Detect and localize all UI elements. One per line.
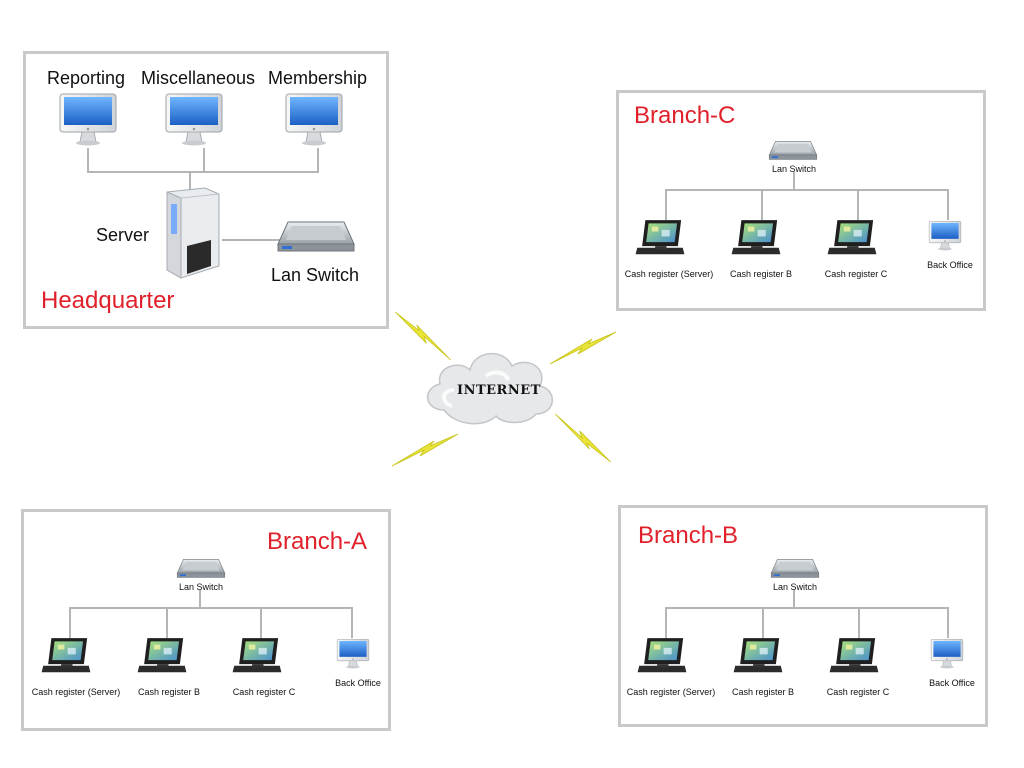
device-label: Cash register B <box>137 687 201 697</box>
internet-label: INTERNET <box>457 383 541 398</box>
cash-register-icon <box>636 636 688 676</box>
device-label: Back Office <box>335 678 381 688</box>
device-label: Cash register C <box>826 687 890 697</box>
branch-b-panel <box>618 505 988 727</box>
device-label: Back Office <box>927 260 973 270</box>
device-label: Cash register (Server) <box>31 687 121 697</box>
branch-a-panel <box>21 509 391 731</box>
monitor-label-miscellaneous: Miscellaneous <box>141 68 256 88</box>
lan-switch-label: Lan Switch <box>772 582 818 592</box>
device-label: Cash register B <box>731 687 795 697</box>
device-label: Cash register (Server) <box>626 687 716 697</box>
lan-switch-label: Lan Switch <box>271 265 360 285</box>
lan-switch-label: Lan Switch <box>178 582 224 592</box>
device-label: Cash register C <box>824 269 888 279</box>
device-label: Cash register C <box>232 687 296 697</box>
lan-switch-label: Lan Switch <box>771 164 817 174</box>
device-label: Cash register B <box>729 269 793 279</box>
cash-register-icon <box>828 636 880 676</box>
monitor-label-membership: Membership <box>268 68 368 88</box>
lan-switch-icon <box>770 556 820 580</box>
cash-register-icon <box>732 636 784 676</box>
branch-b-title: Branch-B <box>638 522 739 549</box>
headquarter-title: Headquarter <box>41 287 175 314</box>
server-label: Server <box>96 225 150 245</box>
branch-a-title: Branch-A <box>267 528 368 555</box>
monitor-label-reporting: Reporting <box>47 68 126 88</box>
branch-c-panel <box>616 90 986 311</box>
device-label: Back Office <box>929 678 975 688</box>
device-label: Cash register (Server) <box>624 269 714 279</box>
desktop-monitor-icon <box>930 638 964 670</box>
branch-c-title: Branch-C <box>634 102 736 129</box>
